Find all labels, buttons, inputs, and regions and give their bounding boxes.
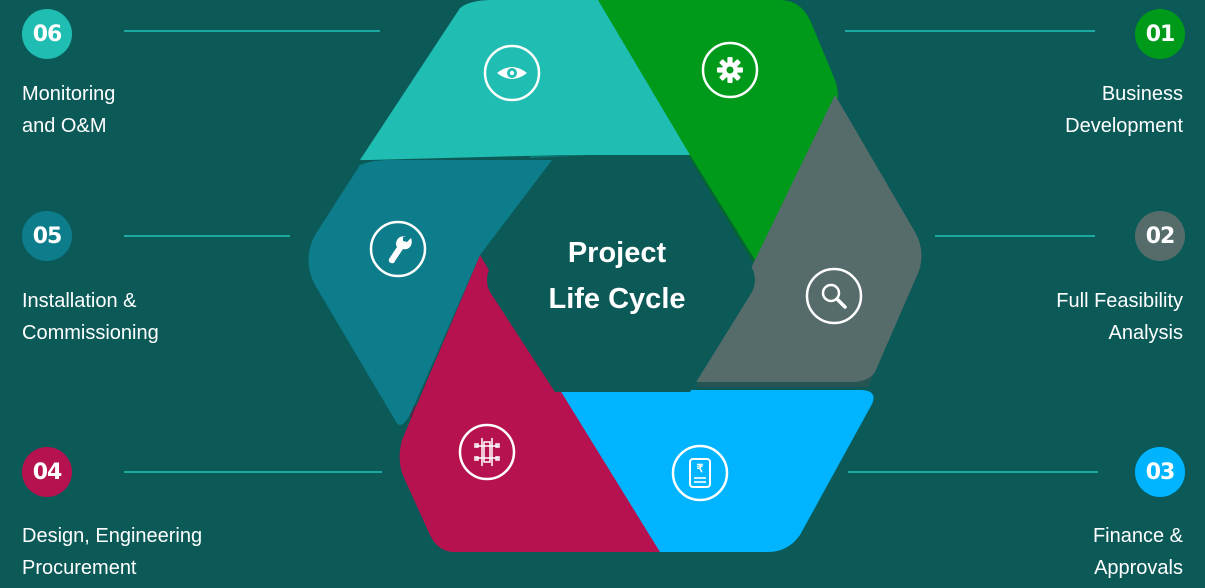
segment-06[interactable] (360, 0, 690, 160)
svg-text:₹: ₹ (697, 463, 704, 475)
step-06-badge: 06 (22, 9, 72, 59)
step-05-badge: 05 (22, 211, 72, 261)
step-03-badge: 03 (1135, 447, 1185, 497)
step-03-connector (848, 471, 1098, 473)
center-title-line1: Project (568, 237, 667, 269)
segment-04[interactable] (399, 255, 660, 552)
center-hexagon (487, 160, 755, 392)
step-06-label: Monitoring and O&M (22, 83, 116, 137)
segment-03[interactable] (560, 390, 874, 552)
segment-02[interactable] (695, 95, 922, 382)
rupee-document-icon[interactable]: ₹ (671, 444, 729, 502)
magnifier-icon[interactable] (805, 267, 863, 325)
step-06-connector (124, 30, 380, 32)
eye-icon[interactable] (483, 44, 541, 102)
step-02-connector (935, 235, 1095, 237)
step-02-badge: 02 (1135, 211, 1185, 261)
step-01-label: Business Development (1065, 83, 1183, 137)
center-title-line2: Life Cycle (549, 283, 686, 315)
step-05-connector (124, 235, 290, 237)
step-04-label: Design, Engineering Procurement (22, 525, 203, 579)
blueprint-icon[interactable] (458, 423, 516, 481)
step-01-badge: 01 (1135, 9, 1185, 59)
step-04-connector (124, 471, 382, 473)
step-04-badge: 04 (22, 447, 72, 497)
segment-05[interactable] (308, 160, 553, 425)
step-05-label: Installation & Commissioning (22, 290, 159, 344)
segment-01[interactable] (598, 0, 838, 260)
wrench-icon[interactable] (369, 220, 427, 278)
step-02-label: Full Feasibility Analysis (1056, 290, 1183, 344)
step-01-connector (845, 30, 1095, 32)
gear-icon[interactable] (701, 41, 759, 99)
step-03-label: Finance & Approvals (1092, 525, 1183, 579)
